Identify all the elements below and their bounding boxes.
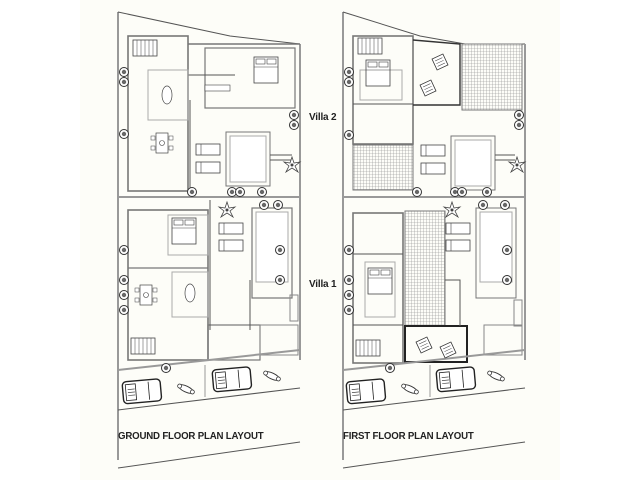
villa-2-label: Villa 2 [309, 112, 337, 123]
ground-floor-caption: GROUND FLOOR PLAN LAYOUT [118, 430, 264, 442]
ground-floor-furniture [119, 39, 301, 405]
first-floor-plan [342, 11, 526, 469]
ground-floor-plan [117, 11, 301, 469]
villa-1-label: Villa 1 [309, 279, 337, 290]
first-floor-caption: FIRST FLOOR PLAN LAYOUT [343, 430, 474, 442]
